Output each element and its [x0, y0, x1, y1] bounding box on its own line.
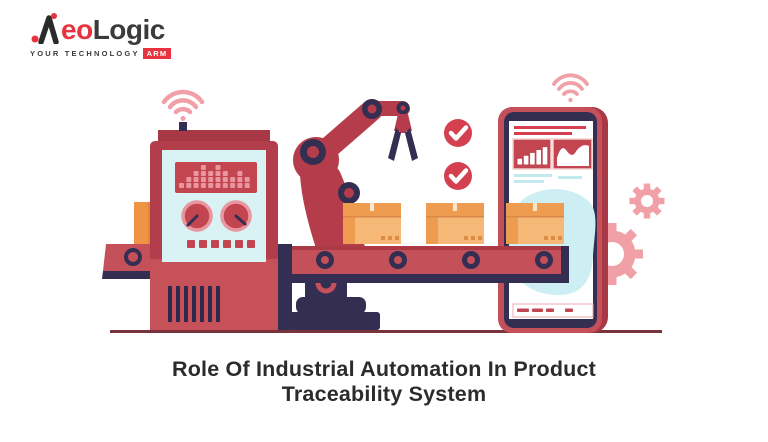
brand-name: eoLogic: [61, 16, 165, 44]
machine-top-cap: [158, 130, 270, 144]
checkmark-icon-2: [444, 162, 472, 190]
machine-button-row: [187, 240, 255, 248]
robot-claw: [388, 114, 418, 161]
conveyor-support-column: [278, 244, 292, 330]
ground-line: [110, 330, 662, 333]
phone-status-row: [512, 303, 594, 318]
aeologic-logo: eoLogic YOUR TECHNOLOGY ARM: [30, 12, 172, 59]
checkmark-icon-1: [444, 119, 472, 147]
equalizer-display: [175, 162, 257, 193]
package-box-c: [506, 203, 564, 244]
package-box-a: [343, 203, 401, 244]
aeologic-mark-icon: [31, 13, 59, 44]
phone-wifi-icon: [552, 73, 589, 103]
dial-gauge-right-icon: [220, 200, 252, 232]
factory-machine: [150, 122, 278, 330]
phone-bar-chart: [512, 138, 552, 170]
package-box-left: [134, 202, 152, 244]
title-line-2: Traceability System: [281, 382, 487, 406]
machine-antenna: [179, 122, 187, 131]
title-line-1: Role Of Industrial Automation In Product: [171, 357, 597, 381]
tagline-text: YOUR TECHNOLOGY: [30, 49, 140, 58]
conveyor-belt: [292, 246, 569, 283]
dial-gauge-left-icon: [181, 200, 213, 232]
tagline-badge: ARM: [142, 48, 172, 59]
machine-vent-grill: [168, 286, 220, 322]
brand-rest-text: Logic: [92, 14, 166, 45]
conveyor-left-stub: [102, 244, 152, 279]
machine-wifi-icon: [161, 89, 205, 121]
page-title: Role Of Industrial Automation In Product…: [0, 357, 768, 407]
conveyor-rollers: [316, 251, 553, 269]
phone-area-chart: [552, 138, 593, 170]
robot-arm: [290, 99, 418, 330]
logo-tagline: YOUR TECHNOLOGY ARM: [30, 48, 172, 59]
gear-small-icon: [629, 183, 665, 219]
brand-accent-text: eo: [61, 14, 93, 45]
package-box-b: [426, 203, 484, 244]
